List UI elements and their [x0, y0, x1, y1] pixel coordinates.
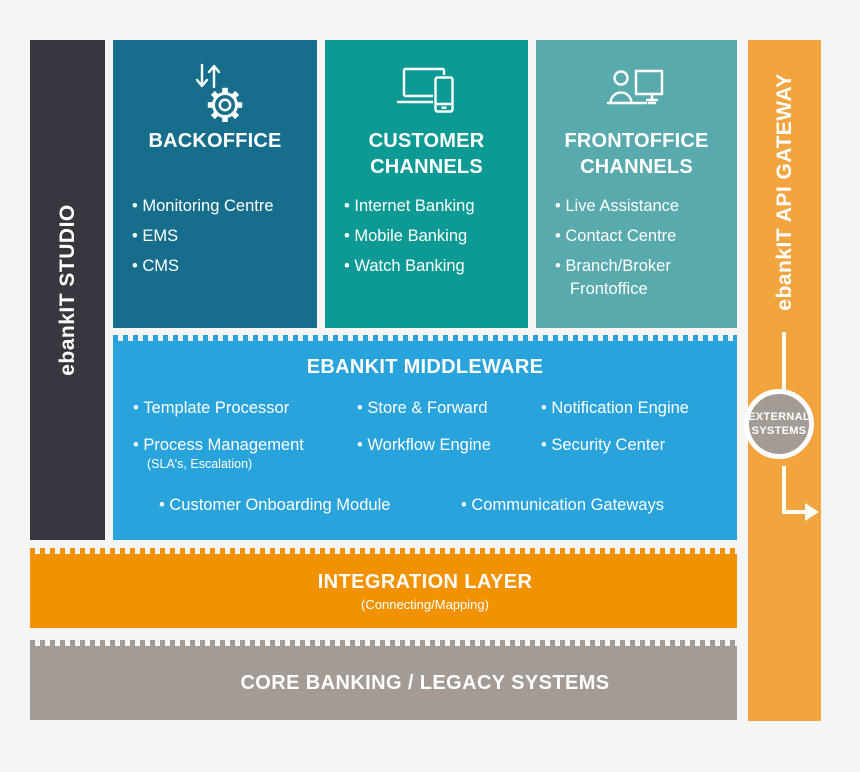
gateway-connector-line — [782, 466, 786, 514]
ebankit-api-gateway-label: ebankIT API GATEWAY — [773, 73, 796, 311]
external-systems-label-line2: SYSTEMS — [751, 425, 807, 437]
list-item: Contact Centre — [555, 225, 737, 248]
external-systems-label-line1: EXTERNAL — [748, 411, 810, 423]
frontoffice-channels-title: FRONTOFFICE CHANNELS — [564, 130, 709, 178]
gateway-connector-line — [782, 332, 786, 432]
middleware-grid: Template Processor Store & Forward Notif… — [113, 397, 737, 472]
ebankit-studio-bar: ebankIT STUDIO — [30, 40, 105, 540]
middleware-item: Process Management — [133, 434, 357, 456]
frontoffice-channels-box: FRONTOFFICE CHANNELS Live Assistance Con… — [536, 40, 737, 328]
middleware-item: Store & Forward — [357, 397, 541, 419]
middleware-item-group: Process Management (SLA's, Escalation) — [133, 434, 357, 472]
list-item: Monitoring Centre — [132, 195, 317, 218]
list-item: Live Assistance — [555, 195, 737, 218]
customer-channels-box: CUSTOMER CHANNELS Internet Banking Mobil… — [325, 40, 528, 328]
middleware-item: Communication Gateways — [461, 494, 664, 516]
list-item: CMS — [132, 255, 317, 278]
customer-channels-title: CUSTOMER CHANNELS — [368, 130, 485, 178]
list-item: Watch Banking — [344, 255, 528, 278]
frontoffice-channels-list: Live Assistance Contact Centre Branch/Br… — [536, 195, 737, 301]
external-systems-badge: EXTERNAL SYSTEMS — [744, 389, 814, 459]
middleware-item: Notification Engine — [541, 397, 737, 419]
backoffice-box: BACKOFFICE Monitoring Centre EMS CMS — [113, 40, 317, 328]
core-banking-title: CORE BANKING / LEGACY SYSTEMS — [240, 672, 610, 694]
list-item: Branch/Broker Frontoffice — [555, 255, 737, 301]
agent-desk-icon — [536, 60, 737, 122]
sync-gear-icon — [113, 60, 317, 122]
backoffice-title: BACKOFFICE — [148, 130, 282, 152]
middleware-item: Customer Onboarding Module — [159, 494, 390, 516]
middleware-item-note: (SLA's, Escalation) — [147, 457, 253, 471]
list-item: Internet Banking — [344, 195, 528, 218]
backoffice-list: Monitoring Centre EMS CMS — [113, 195, 317, 278]
middleware-title: EBANKIT MIDDLEWARE — [306, 356, 544, 378]
middleware-box: EBANKIT MIDDLEWARE Template Processor St… — [113, 335, 737, 540]
gateway-connector-line — [782, 510, 806, 514]
integration-layer-box: INTEGRATION LAYER (Connecting/Mapping) — [30, 548, 737, 628]
middleware-bottom-row: Customer Onboarding Module Communication… — [113, 494, 737, 516]
integration-layer-subtitle: (Connecting/Mapping) — [361, 596, 489, 612]
list-item: Mobile Banking — [344, 225, 528, 248]
laptop-phone-icon — [325, 60, 528, 122]
middleware-item: Workflow Engine — [357, 434, 541, 472]
list-item: EMS — [132, 225, 317, 248]
middleware-item: Security Center — [541, 434, 737, 472]
middleware-item: Template Processor — [133, 397, 357, 419]
ebankit-studio-label: ebankIT STUDIO — [56, 204, 79, 376]
core-banking-box: CORE BANKING / LEGACY SYSTEMS — [30, 640, 737, 720]
integration-layer-title: INTEGRATION LAYER — [317, 570, 533, 593]
customer-channels-list: Internet Banking Mobile Banking Watch Ba… — [325, 195, 528, 278]
arrow-right-icon — [805, 503, 819, 521]
